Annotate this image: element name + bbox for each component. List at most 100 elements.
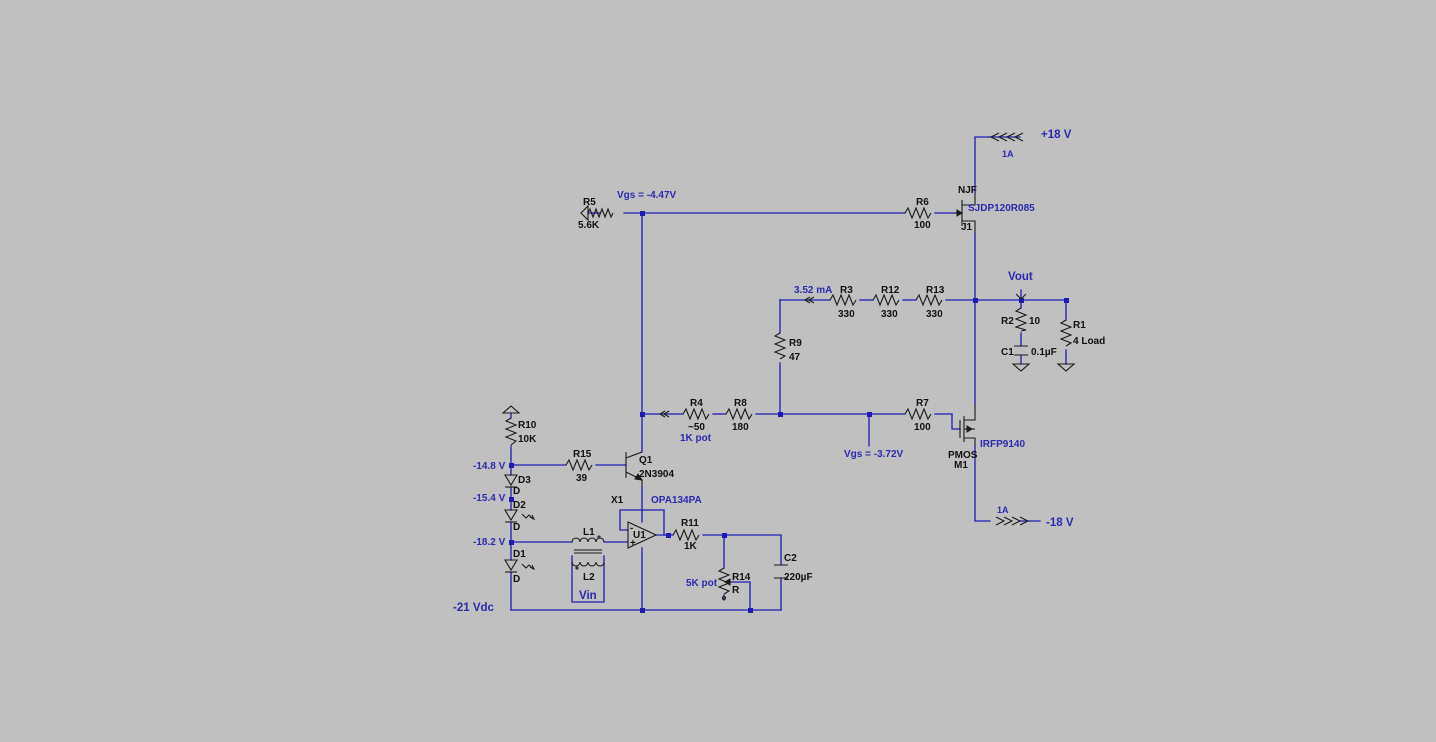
- r13-name: R13: [926, 285, 945, 296]
- resistor-r6: [904, 206, 932, 220]
- vgs-j1-label: Vgs = -4.47V: [617, 190, 677, 201]
- r12-value: 330: [881, 309, 898, 320]
- junctions: [509, 211, 1069, 613]
- vgs-m1-label: Vgs = -3.72V: [844, 449, 904, 460]
- resistor-r1: [1059, 319, 1073, 347]
- r8-name: R8: [734, 398, 747, 409]
- d2-name: D2: [513, 500, 526, 511]
- r15-name: R15: [573, 449, 592, 460]
- resistor-r7: [904, 407, 932, 421]
- r3-name: R3: [840, 285, 853, 296]
- resistor-r11: [672, 528, 700, 542]
- resistor-r10: [504, 417, 518, 446]
- m1-name: M1: [954, 460, 968, 471]
- pos-supply-label: +18 V: [1041, 129, 1072, 141]
- x1-name: X1: [611, 495, 624, 506]
- neg-supply-label: -18 V: [1046, 517, 1074, 529]
- r14-value: R: [732, 585, 740, 596]
- u1-name: U1: [633, 530, 646, 541]
- x1-model: OPA134PA: [651, 495, 702, 506]
- l2-name: L2: [583, 572, 595, 583]
- r15-value: 39: [576, 473, 588, 484]
- node-d3-voltage: -14.8 V: [473, 461, 506, 472]
- c1-name: C1: [1001, 347, 1014, 358]
- source-voltage-label: -21 Vdc: [453, 602, 495, 614]
- d2-model: D: [513, 522, 520, 533]
- d3-name: D3: [518, 475, 531, 486]
- node-d1-voltage: -18.2 V: [473, 537, 506, 548]
- q1-name: Q1: [639, 455, 653, 466]
- j1-type: NJF: [958, 185, 977, 196]
- r6-value: 100: [914, 220, 931, 231]
- diode-d1: [504, 559, 536, 573]
- r11-name: R11: [681, 518, 699, 529]
- l1-name: L1: [583, 527, 595, 538]
- arrow-r3-current: [803, 296, 815, 304]
- vout-label: Vout: [1008, 271, 1033, 283]
- j1-name: J1: [961, 222, 973, 233]
- m1-model: IRFP9140: [980, 439, 1025, 450]
- resistor-r3: [829, 293, 857, 307]
- net-labels: +18 V 1A Vgs = -4.47V Vout 3.52 mA Vgs =…: [453, 129, 1074, 614]
- r10-name: R10: [518, 420, 537, 431]
- r11-value: 1K: [684, 541, 698, 552]
- r5-name: R5: [583, 197, 596, 208]
- capacitor-c1: [1014, 345, 1028, 356]
- current-r3-label: 3.52 mA: [794, 285, 832, 296]
- r7-value: 100: [914, 422, 931, 433]
- d3-model: D: [513, 486, 520, 497]
- r9-name: R9: [789, 338, 802, 349]
- ground-symbols: [501, 204, 1076, 414]
- d1-name: D1: [513, 549, 526, 560]
- r12-name: R12: [881, 285, 900, 296]
- ground-c1: [1011, 363, 1031, 372]
- inductor-l2: [571, 561, 605, 567]
- diodes: [504, 474, 536, 573]
- jfet-j1: [955, 193, 976, 233]
- ground-r1: [1056, 363, 1076, 372]
- resistor-r13: [915, 293, 943, 307]
- j1-model: SJDP120R085: [968, 203, 1035, 214]
- capacitors: [774, 345, 1028, 579]
- ground-r5: [580, 204, 589, 222]
- m1-type: PMOS: [948, 450, 978, 461]
- r7-name: R7: [916, 398, 929, 409]
- pmos-m1: [959, 404, 976, 446]
- c2-name: C2: [784, 553, 797, 564]
- resistor-r15: [565, 458, 593, 472]
- inductors: [571, 535, 605, 570]
- svg-text:-: -: [630, 523, 633, 534]
- opamp-u1: - +: [627, 521, 658, 549]
- r2-value: 10: [1029, 316, 1041, 327]
- r6-name: R6: [916, 197, 929, 208]
- resistors: [504, 206, 1073, 601]
- arrow-r4-current: [658, 410, 670, 418]
- r14-name: R14: [732, 572, 751, 583]
- r13-value: 330: [926, 309, 943, 320]
- vout-arrow-marker: [1015, 293, 1027, 300]
- c1-value: 0.1µF: [1031, 347, 1057, 358]
- current-bottom-label: 1A: [997, 505, 1009, 515]
- r1-name: R1: [1073, 320, 1086, 331]
- r4-value: ~50: [688, 422, 705, 433]
- resistor-r14: [717, 567, 731, 595]
- resistor-r5: [587, 207, 614, 219]
- resistor-r12: [872, 293, 900, 307]
- r10-value: 10K: [518, 434, 537, 445]
- q1-model: 2N3904: [639, 469, 674, 480]
- r9-value: 47: [789, 352, 801, 363]
- diode-d2: [504, 509, 536, 523]
- r3-value: 330: [838, 309, 855, 320]
- resistor-r4: [682, 407, 710, 421]
- c2-value: 220µF: [784, 572, 813, 583]
- r4-note: 1K pot: [680, 433, 712, 444]
- node-d2-voltage: -15.4 V: [473, 493, 506, 504]
- r5-value: 5.6K: [578, 220, 600, 231]
- r14-note: 5K pot: [686, 578, 718, 589]
- resistor-r8: [725, 407, 753, 421]
- vin-label: Vin: [579, 590, 597, 602]
- ground-r10: [501, 405, 521, 414]
- arrow-supply-bottom: [995, 516, 1030, 526]
